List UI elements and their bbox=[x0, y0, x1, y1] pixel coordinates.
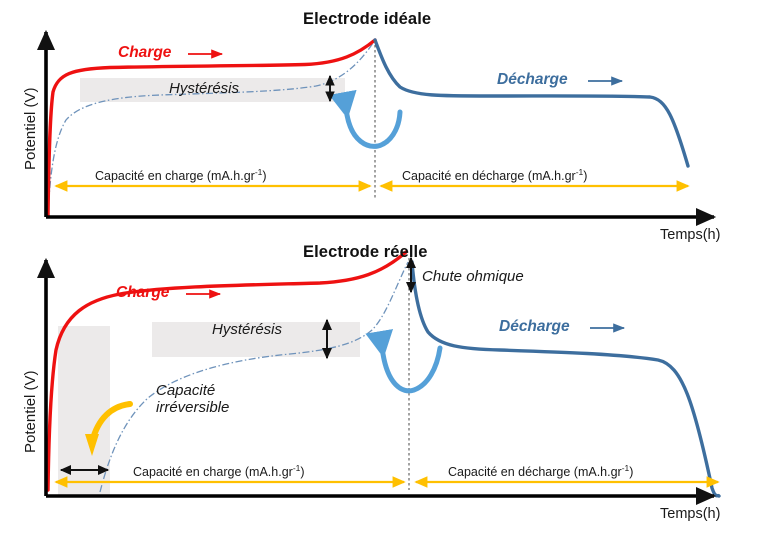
panel-title-real: Electrode réelle bbox=[303, 243, 428, 261]
x-axis-label-real: Temps(h) bbox=[660, 506, 721, 522]
discharge-capacity-paren: ) bbox=[583, 169, 588, 184]
charge-capacity-text: Capacité en charge (mA.h.gr bbox=[95, 169, 255, 184]
charge-capacity-label-real: Capacité en charge (mA.h.gr-1) bbox=[133, 463, 305, 480]
hysteresis-label-real: Hystérésis bbox=[212, 321, 283, 338]
discharge-capacity-label-real: Capacité en décharge (mA.h.gr-1) bbox=[448, 463, 634, 480]
hysteresis-label-ideal: Hystérésis bbox=[169, 80, 240, 97]
discharge-label-real: Décharge bbox=[499, 318, 570, 335]
charge-curve-real bbox=[46, 250, 408, 492]
charge-capacity-paren-real: ) bbox=[300, 465, 305, 480]
charge-capacity-exponent: -1 bbox=[254, 167, 263, 177]
charge-label-ideal: Charge bbox=[118, 44, 172, 61]
discharge-label-ideal: Décharge bbox=[497, 71, 568, 88]
ohmic-drop-label: Chute ohmique bbox=[422, 268, 524, 285]
discharge-curve-real bbox=[410, 260, 721, 498]
discharge-capacity-exponent-real: -1 bbox=[621, 463, 630, 473]
irreversible-pointer-head bbox=[85, 434, 99, 456]
charge-capacity-text-real: Capacité en charge (mA.h.gr bbox=[133, 465, 293, 480]
x-axis-label-ideal: Temps(h) bbox=[660, 227, 721, 243]
chart-real-svg bbox=[36, 250, 721, 505]
discharge-capacity-label-ideal: Capacité en décharge (mA.h.gr-1) bbox=[402, 167, 588, 184]
y-axis-label-ideal: Potentiel (V) bbox=[22, 87, 39, 170]
y-axis-label-real: Potentiel (V) bbox=[22, 370, 39, 453]
hysteresis-band bbox=[80, 78, 345, 102]
charge-curve-ideal bbox=[46, 38, 377, 218]
discharge-curve-ideal bbox=[373, 38, 690, 168]
discharge-capacity-exponent: -1 bbox=[575, 167, 584, 177]
discharge-capacity-text: Capacité en décharge (mA.h.gr bbox=[402, 169, 576, 184]
charge-capacity-label-ideal: Capacité en charge (mA.h.gr-1) bbox=[95, 167, 267, 184]
cycle-arrow-ideal bbox=[329, 89, 403, 149]
chart-ideal-svg bbox=[36, 29, 717, 226]
panel-electrode-reelle: Electrode réelle Potentiel (V) Temps(h) … bbox=[0, 238, 760, 555]
panel-title-ideal: Electrode idéale bbox=[303, 10, 432, 28]
discharge-capacity-text-real: Capacité en décharge (mA.h.gr bbox=[448, 465, 622, 480]
charge-capacity-paren: ) bbox=[262, 169, 267, 184]
cycle-arrow-real bbox=[365, 329, 443, 394]
charge-label-real: Charge bbox=[116, 284, 170, 301]
discharge-capacity-paren-real: ) bbox=[629, 465, 634, 480]
reference-curve-real bbox=[99, 261, 409, 493]
irreversible-capacity-label: Capacité irréversible bbox=[156, 382, 229, 417]
irreversible-label-line2: irréversible bbox=[156, 399, 230, 417]
charge-capacity-exponent-real: -1 bbox=[292, 463, 301, 473]
panel-electrode-ideale: Electrode idéale Potentiel (V) Temps(h) … bbox=[0, 0, 760, 250]
irreversible-label-line1: Capacité bbox=[156, 382, 216, 399]
